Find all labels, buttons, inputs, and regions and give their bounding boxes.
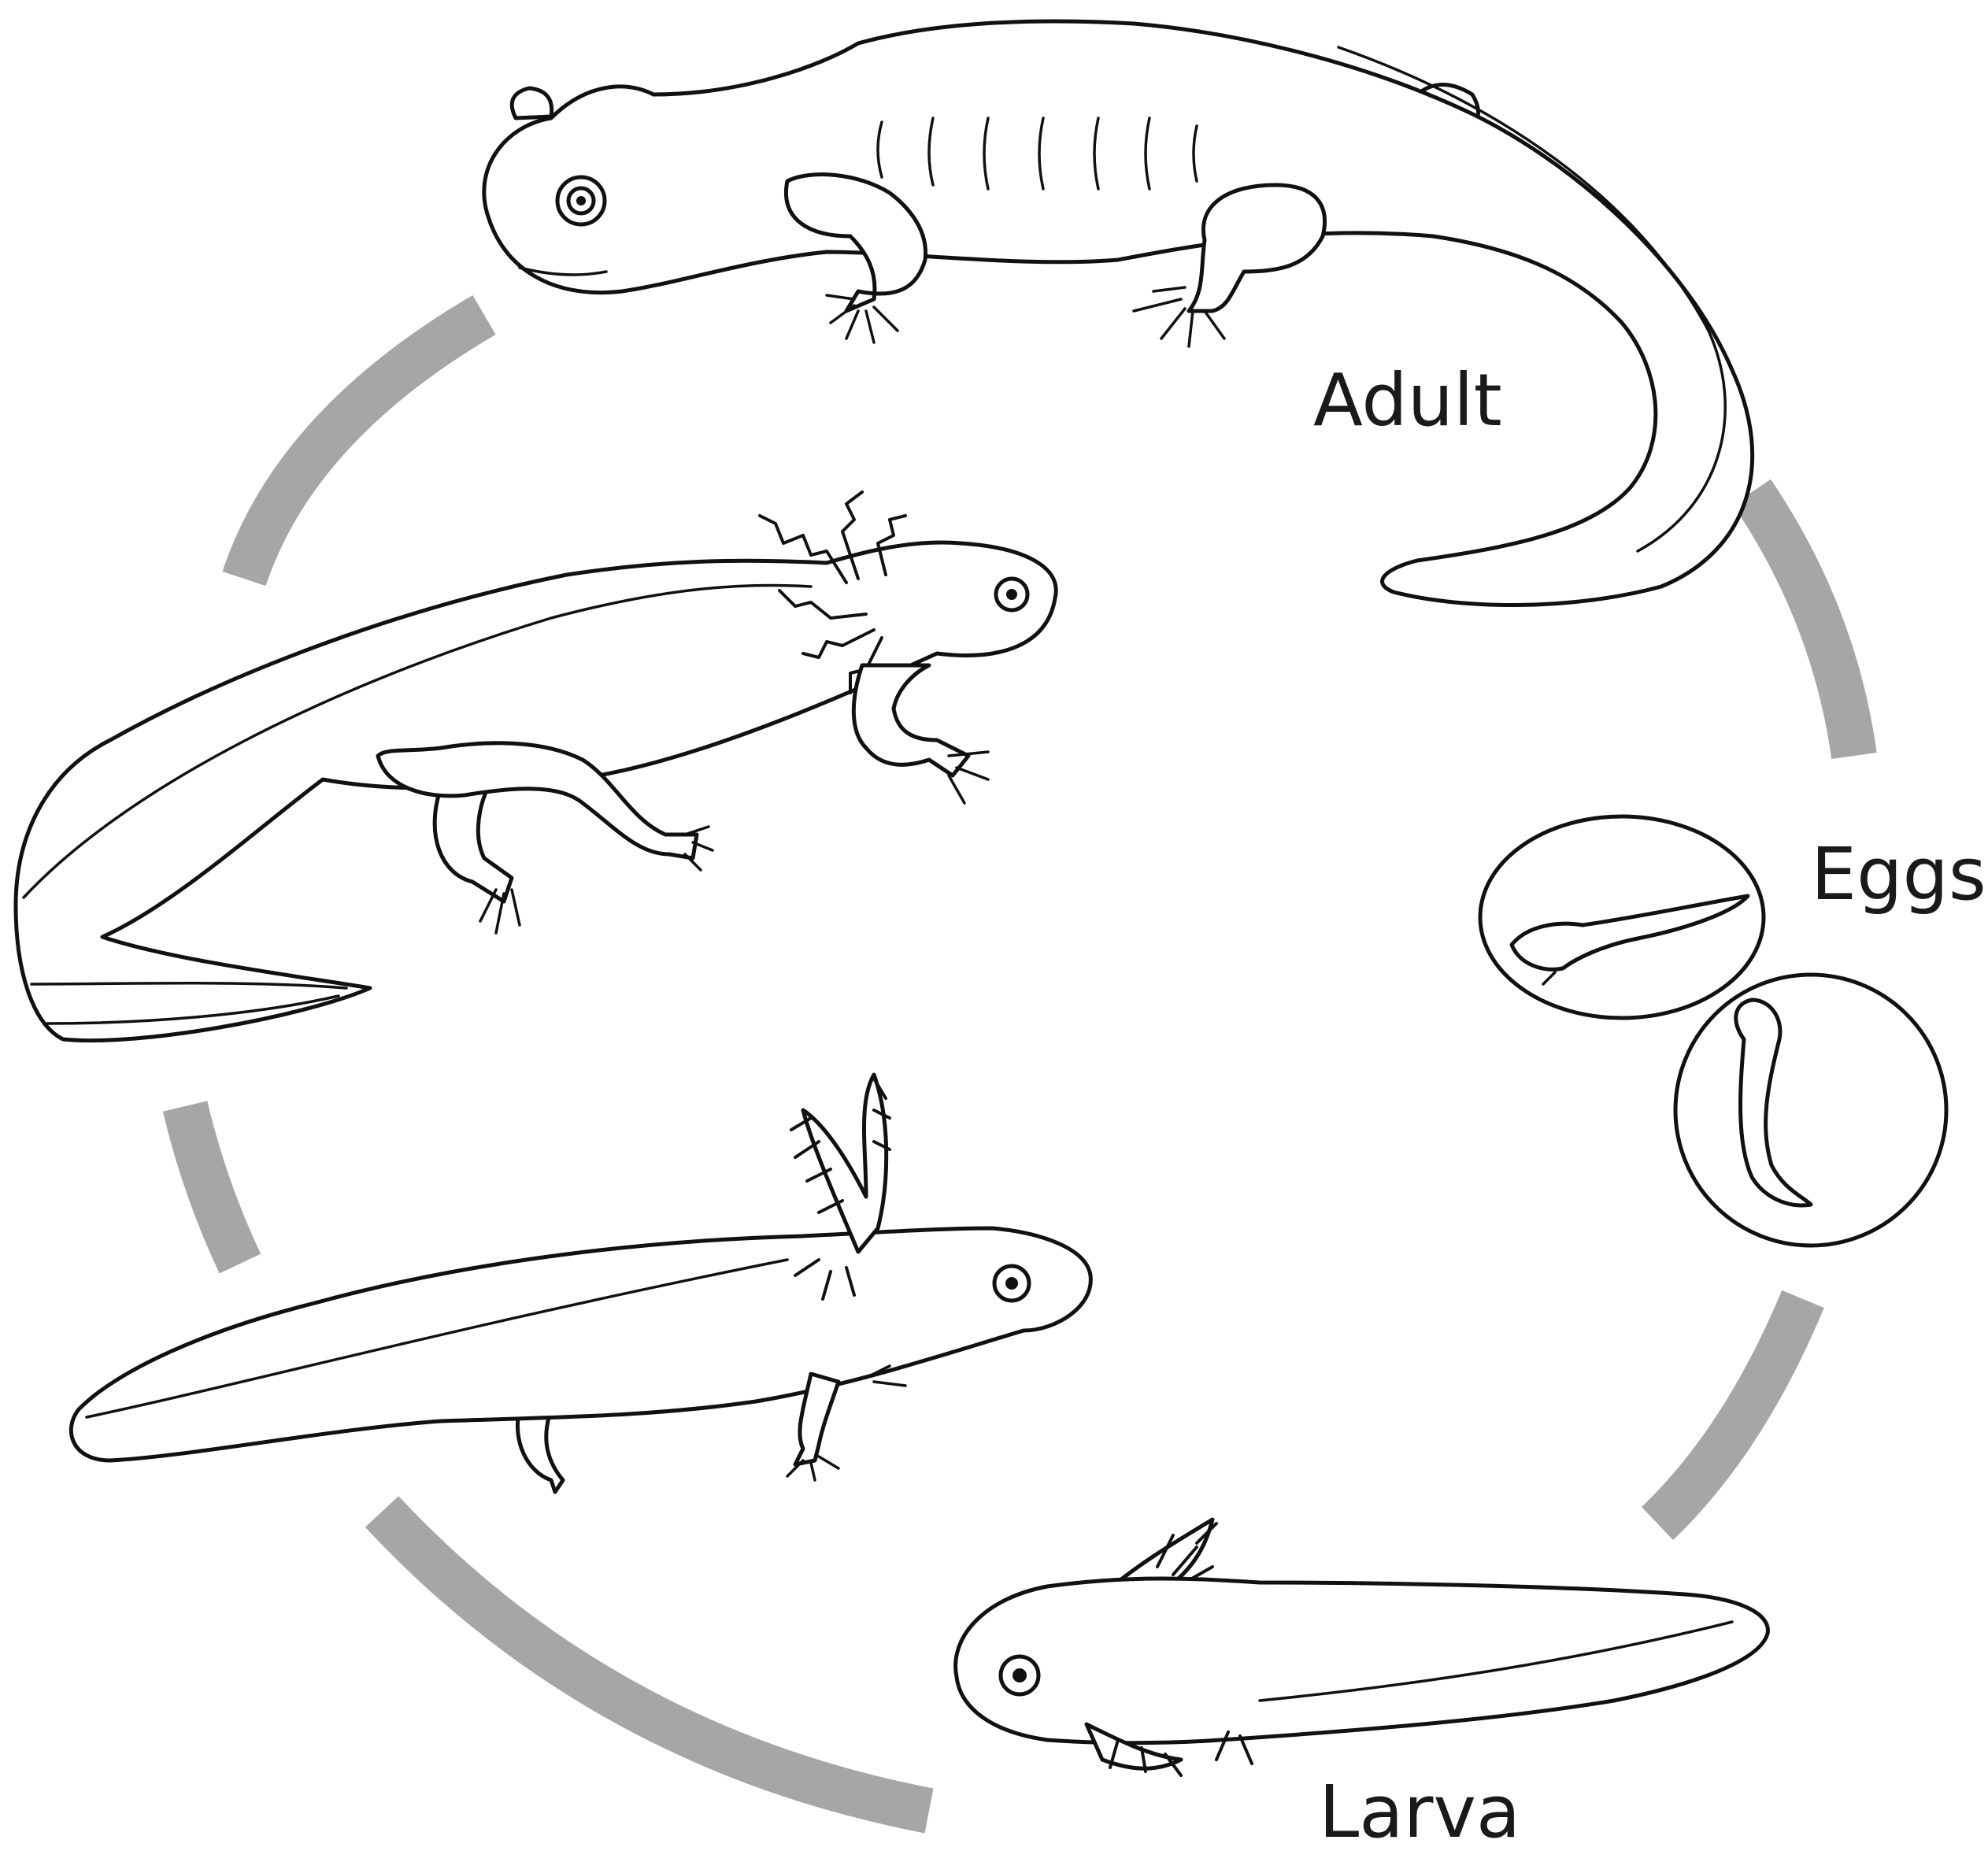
cycle-arc-left [185,1106,240,1264]
cycle-arc-lower-right [1657,1299,1803,1523]
cycle-arc-upper-right [1752,492,1854,756]
cycle-arc-bottom [382,1512,929,1811]
hatchling-larva-illustration [956,1520,1768,1775]
adult-salamander-illustration [484,21,1753,605]
juvenile-salamander-illustration [16,492,1056,1041]
stage-label-larva: Larva [1319,1770,1520,1854]
adult-body [484,21,1753,605]
young-larva-illustration [71,1075,1090,1492]
hatchling-larva-body [956,1579,1768,1743]
stage-label-eggs: Eggs [1811,832,1986,916]
cycle-arc-upper-left [244,315,484,579]
juvenile-body [16,542,1056,1041]
stage-label-adult: Adult [1313,358,1502,442]
